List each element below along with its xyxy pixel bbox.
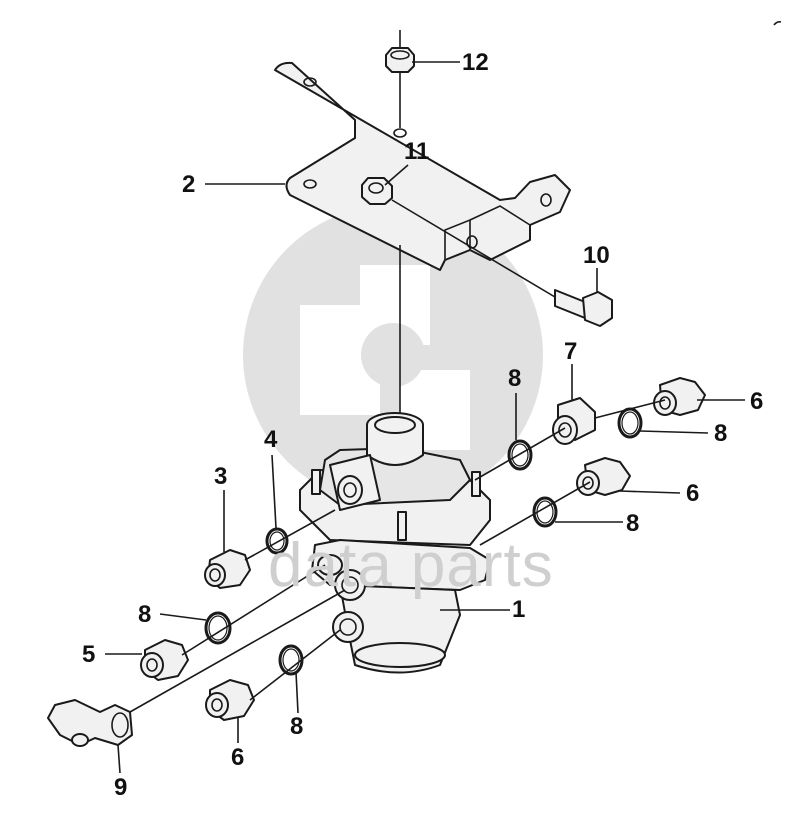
callout-8-b: 8: [714, 420, 728, 447]
valve-body-part: [299, 412, 491, 674]
callout-8-a: 8: [508, 365, 522, 392]
callout-11: 11: [404, 138, 430, 165]
leader-lines: [105, 61, 745, 774]
o-ring-4: [265, 527, 289, 555]
callout-6-a: 6: [750, 388, 764, 415]
callout-4: 4: [264, 426, 278, 453]
callout-8-e: 8: [290, 713, 304, 740]
callout-9: 9: [114, 774, 128, 801]
callout-7: 7: [564, 338, 578, 365]
callout-8-c: 8: [626, 510, 640, 537]
callout-5: 5: [82, 641, 96, 668]
callout-2: 2: [182, 171, 196, 198]
assembly-lines: [129, 399, 666, 713]
fitting-part-6-top: [653, 377, 706, 416]
callout-10: 10: [583, 242, 610, 269]
fitting-part-5: [140, 639, 189, 681]
callout-1: 1: [512, 596, 526, 623]
fitting-part-7: [552, 397, 596, 445]
callout-6-b: 6: [686, 480, 700, 507]
watermark-logo: [243, 205, 543, 505]
callout-3: 3: [214, 463, 228, 490]
callout-6-c: 6: [231, 744, 245, 771]
callout-8-d: 8: [138, 601, 152, 628]
fitting-part-3: [204, 549, 251, 589]
watermark-text: data parts: [268, 531, 554, 600]
o-ring-8-upper: [507, 439, 533, 471]
fitting-part-6-bottom: [205, 679, 255, 721]
nut-part-12: [385, 30, 415, 128]
o-ring-8-bottom: [278, 644, 304, 676]
corner-mark: [773, 21, 782, 26]
o-ring-8-left: [204, 611, 232, 645]
fitting-part-6-mid: [576, 457, 631, 496]
o-ring-8-right: [617, 407, 643, 439]
nut-part-11: [361, 177, 561, 301]
bolt-part-10: [554, 289, 613, 327]
callout-12: 12: [462, 49, 489, 76]
elbow-fitting-part-9: [47, 699, 133, 747]
bracket-part: [274, 61, 571, 271]
